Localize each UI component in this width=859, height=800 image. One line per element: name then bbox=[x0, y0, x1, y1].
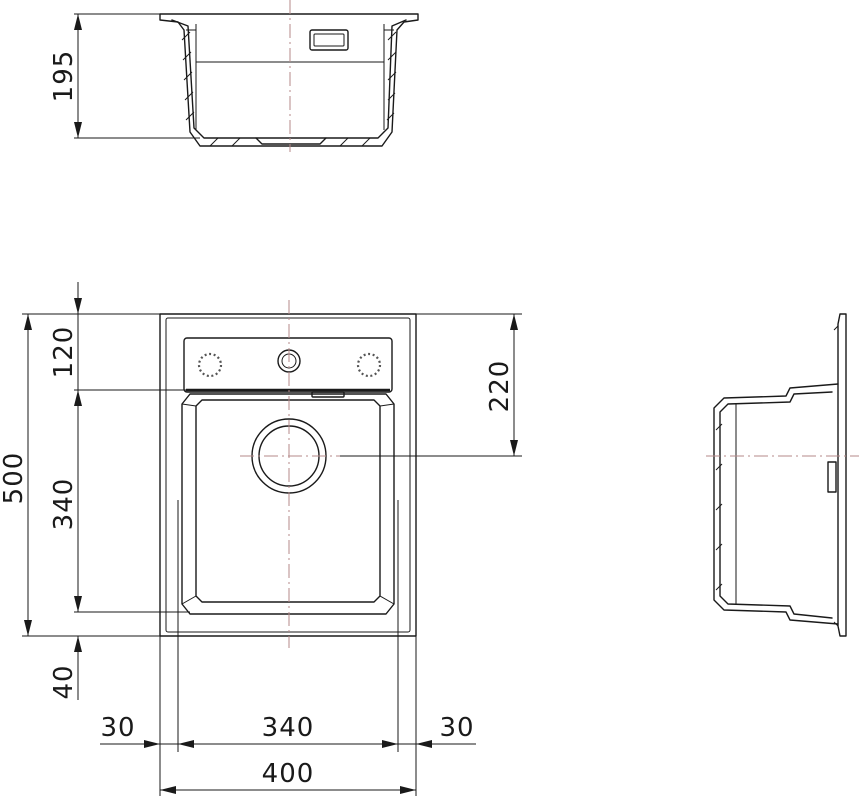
dim-total-width: 400 bbox=[262, 759, 315, 789]
dim-depth: 195 bbox=[49, 50, 79, 103]
plan-view: 500 120 340 40 220 30 340 30 bbox=[0, 282, 522, 796]
dim-bottom-rim: 40 bbox=[49, 664, 79, 699]
dim-bowl-width: 340 bbox=[262, 713, 315, 743]
front-section-view: 195 bbox=[49, 0, 419, 152]
dim-bowl-offset: 220 bbox=[485, 360, 515, 413]
left-knockout bbox=[197, 352, 223, 378]
dim-left-rim: 30 bbox=[100, 713, 135, 743]
dim-tap-zone: 120 bbox=[49, 326, 79, 379]
wall-hatching bbox=[181, 31, 397, 147]
right-knockout bbox=[356, 352, 382, 378]
dim-right-rim: 30 bbox=[439, 713, 474, 743]
side-section-view bbox=[706, 313, 859, 637]
dim-total-length: 500 bbox=[0, 452, 29, 505]
dim-bowl-length: 340 bbox=[49, 478, 79, 531]
